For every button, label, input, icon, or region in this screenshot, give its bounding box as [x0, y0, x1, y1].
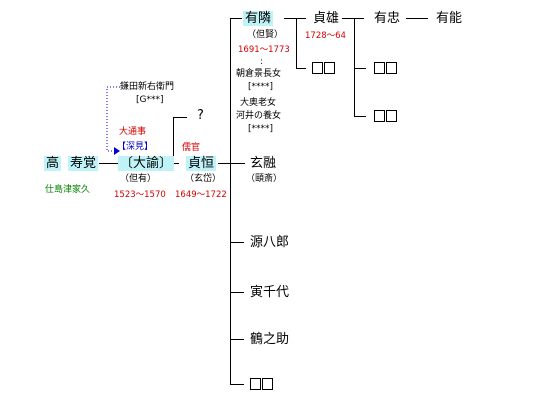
unknown-name-box	[386, 110, 397, 122]
spouse-asakura-code: [****]	[248, 82, 274, 92]
unknown-name-box	[374, 110, 385, 122]
connector-line	[173, 117, 174, 164]
connector-line	[230, 18, 231, 385]
connector-line	[354, 68, 366, 69]
person-sadao: 貞雄	[313, 11, 340, 26]
connector-line	[296, 68, 306, 69]
person-genyu-alias: （頤斎）	[246, 174, 283, 184]
connector-line	[230, 384, 244, 385]
connector-line	[230, 163, 245, 164]
person-genyu: 玄融	[250, 156, 277, 171]
spouse-asakura: 朝倉景長女	[236, 69, 282, 79]
person-juyu: 儒官	[182, 143, 201, 153]
person-sadao-years: 1728〜64	[305, 31, 346, 41]
person-kamata: 鎌田新右衛門	[120, 82, 175, 92]
unknown-name-box	[374, 62, 385, 74]
unknown-name-box	[312, 62, 323, 74]
person-torachiyo: 寅千代	[250, 285, 290, 300]
person-toshikaku-note: 仕島津家久	[45, 185, 91, 195]
person-arikon-years: 1691〜1773	[238, 45, 290, 55]
person-daiyu: 〔大諭〕	[118, 156, 175, 171]
person-daiyu-alt: 【深見】	[117, 142, 154, 152]
person-kamata-code: [G***]	[136, 95, 164, 105]
dotted-connector	[106, 86, 120, 155]
connector-line	[230, 339, 244, 340]
unknown-name-box	[262, 378, 273, 390]
connector-line	[99, 163, 119, 164]
person-tsurunosuke: 鶴之助	[250, 332, 290, 347]
person-sadatsune: 貞恒	[186, 156, 217, 171]
connector-line	[284, 18, 306, 19]
connector-line	[342, 18, 364, 19]
person-taka: 高	[44, 156, 62, 171]
connector-line	[406, 18, 428, 19]
person-arinou: 有能	[436, 11, 463, 26]
person-arikichi: 有忠	[374, 11, 401, 26]
person-toshikaku: 寿覚	[68, 156, 99, 171]
connector-line	[354, 116, 366, 117]
spouse-kawai-code: [****]	[248, 124, 274, 134]
connector-line	[173, 117, 187, 118]
connector-line	[218, 163, 230, 164]
person-daiyu-title: 大通事	[119, 127, 147, 137]
person-arikon-alias: （但賢）	[247, 30, 284, 40]
connector-line	[230, 18, 242, 19]
person-daiyu-years: 1523〜1570	[114, 190, 166, 200]
connector-line	[354, 18, 355, 117]
person-sadatsune-alias: （玄岱）	[185, 174, 222, 184]
connector-line	[230, 242, 244, 243]
person-arikon: 有隣	[243, 11, 274, 26]
spouse-ooku: 大奥老女	[240, 98, 277, 108]
person-sadatsune-years: 1649〜1722	[175, 190, 227, 200]
unknown-mark: ?	[197, 108, 204, 123]
person-genhachi: 源八郎	[250, 235, 290, 250]
connector-line	[296, 18, 297, 69]
unknown-name-box	[386, 62, 397, 74]
unknown-name-box	[324, 62, 335, 74]
unknown-name-box	[250, 378, 261, 390]
person-daiyu-alias: （但有）	[120, 174, 157, 184]
separator-mark: :	[260, 57, 263, 67]
connector-line	[230, 292, 244, 293]
spouse-kawai: 河井の養女	[236, 111, 282, 121]
